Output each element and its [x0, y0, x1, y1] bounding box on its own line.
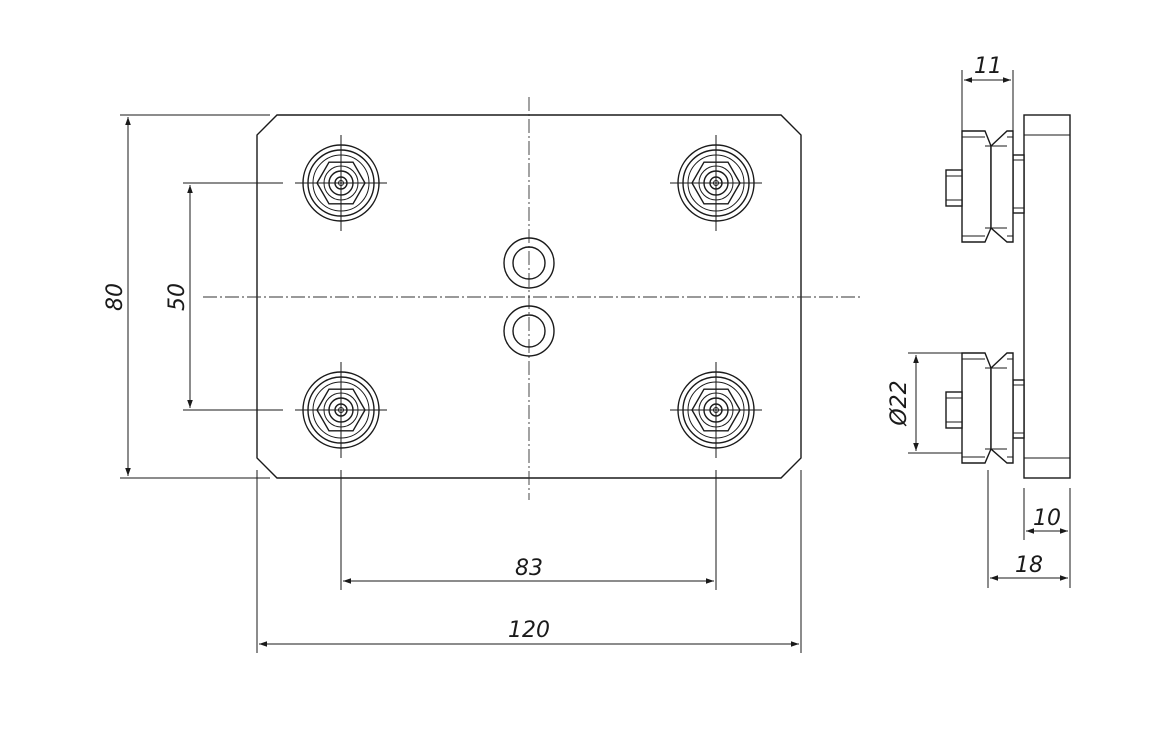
wheel-top-right — [670, 135, 762, 231]
dim-wheel-diameter-22-label: Ø22 — [887, 380, 912, 426]
plate-outline — [256, 114, 802, 479]
dim-vspacing-50: 50 — [165, 182, 283, 411]
side-wheel-top — [945, 130, 1025, 243]
dim-height-80-label: 80 — [103, 283, 128, 311]
center-hole-top — [503, 237, 555, 289]
side-view: 11 Ø22 10 18 — [887, 54, 1071, 588]
dim-vspacing-50-label: 50 — [165, 283, 190, 311]
dim-hspacing-83-label: 83 — [515, 556, 543, 581]
dim-wheel-width-11-label: 11 — [974, 54, 1002, 79]
dim-plate-thickness-10-label: 10 — [1033, 506, 1061, 531]
dim-wheel-width-11: 11 — [961, 54, 1014, 131]
dim-total-depth-18-label: 18 — [1015, 553, 1043, 578]
front-view: 80 50 83 120 — [103, 97, 860, 653]
dim-total-depth-18: 18 — [987, 470, 1068, 588]
wheel-bottom-left — [295, 362, 387, 458]
center-hole-bottom — [503, 305, 555, 357]
side-plate — [1023, 114, 1071, 479]
dim-height-80: 80 — [103, 114, 270, 479]
dim-hspacing-83: 83 — [340, 470, 717, 590]
dim-width-120-label: 120 — [508, 618, 550, 643]
dim-plate-thickness-10: 10 — [1023, 488, 1071, 588]
wheel-bottom-right — [670, 362, 762, 458]
side-wheel-bottom — [945, 352, 1025, 464]
dim-width-120: 120 — [256, 470, 802, 653]
wheel-top-left — [295, 135, 387, 231]
dim-wheel-diameter-22: Ø22 — [887, 352, 962, 454]
